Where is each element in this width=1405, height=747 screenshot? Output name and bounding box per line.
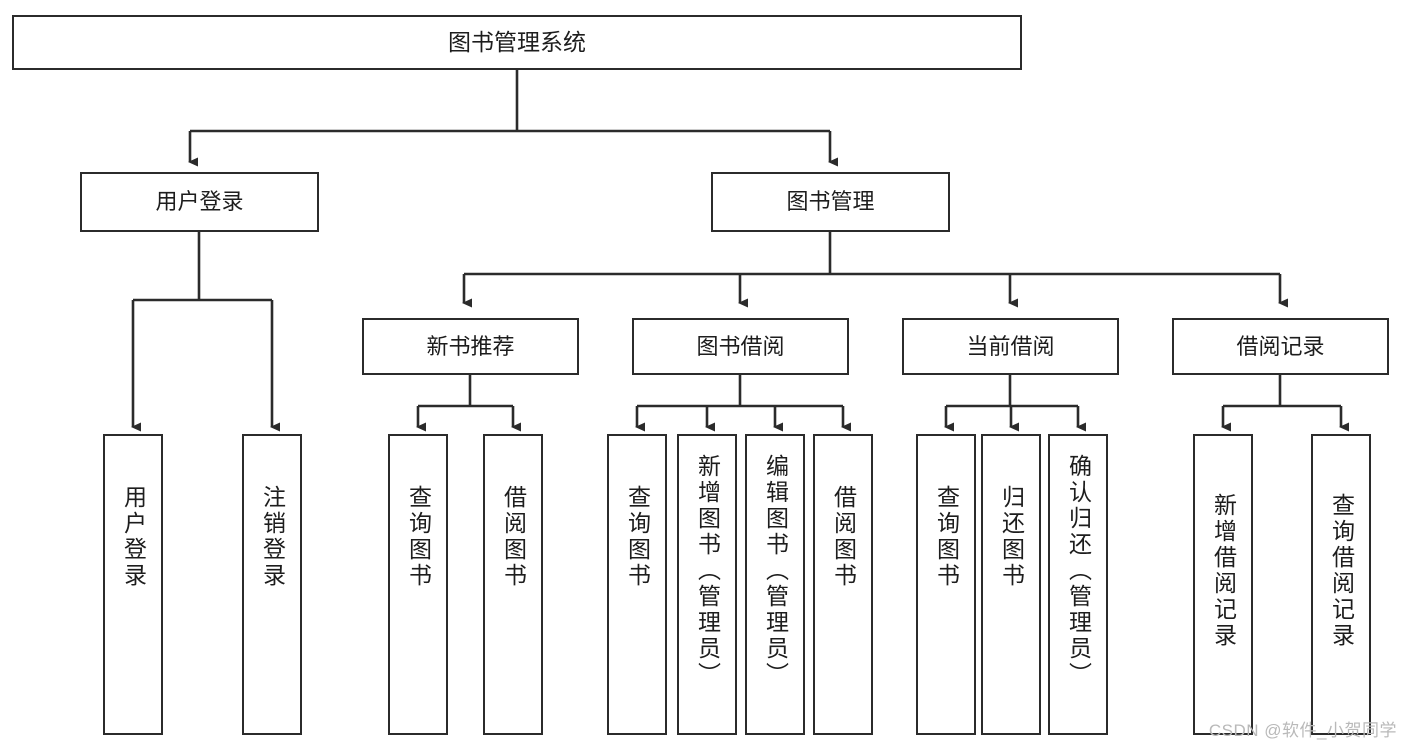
node-new-book-recommend[interactable]: 新书推荐: [362, 318, 579, 375]
node-current-borrow[interactable]: 当前借阅: [902, 318, 1119, 375]
leaf-add-book-admin-label: 新增图书（管理员）: [694, 453, 721, 688]
leaf-recommend-borrow-book[interactable]: 借阅图书: [483, 434, 543, 735]
leaf-borrow-query-book-label: 查询图书: [624, 484, 651, 589]
leaf-query-borrow-record[interactable]: 查询借阅记录: [1311, 434, 1371, 735]
leaf-borrow-query-book[interactable]: 查询图书: [607, 434, 667, 735]
leaf-add-borrow-record[interactable]: 新增借阅记录: [1193, 434, 1253, 735]
leaf-edit-book-admin-label: 编辑图书（管理员）: [762, 453, 789, 688]
leaf-add-book-admin[interactable]: 新增图书（管理员）: [677, 434, 737, 735]
node-current-borrow-label: 当前借阅: [966, 333, 1055, 359]
node-root-label: 图书管理系统: [448, 29, 586, 56]
leaf-borrow-book-label: 借阅图书: [830, 484, 857, 589]
leaf-borrow-book[interactable]: 借阅图书: [813, 434, 873, 735]
leaf-confirm-return-admin-label: 确认归还（管理员）: [1065, 453, 1092, 688]
leaf-current-query-book-label: 查询图书: [933, 484, 960, 589]
leaf-add-borrow-record-label: 新增借阅记录: [1210, 492, 1237, 649]
leaf-confirm-return-admin[interactable]: 确认归还（管理员）: [1048, 434, 1108, 735]
leaf-recommend-query-book-label: 查询图书: [405, 484, 432, 589]
leaf-edit-book-admin[interactable]: 编辑图书（管理员）: [745, 434, 805, 735]
leaf-user-login-label: 用户登录: [120, 484, 147, 589]
node-user-login[interactable]: 用户登录: [80, 172, 319, 232]
node-book-borrow-label: 图书借阅: [696, 333, 785, 359]
leaf-user-login[interactable]: 用户登录: [103, 434, 163, 735]
node-borrow-record-label: 借阅记录: [1236, 333, 1325, 359]
node-book-management-label: 图书管理: [786, 189, 875, 215]
leaf-recommend-borrow-book-label: 借阅图书: [500, 484, 527, 589]
leaf-query-borrow-record-label: 查询借阅记录: [1328, 492, 1355, 649]
node-user-login-label: 用户登录: [155, 189, 244, 215]
node-borrow-record[interactable]: 借阅记录: [1172, 318, 1389, 375]
csdn-watermark: CSDN @软件_小贺同学: [1208, 721, 1397, 740]
leaf-recommend-query-book[interactable]: 查询图书: [388, 434, 448, 735]
leaf-logout-label: 注销登录: [259, 484, 286, 589]
leaf-return-book[interactable]: 归还图书: [981, 434, 1041, 735]
leaf-logout[interactable]: 注销登录: [242, 434, 302, 735]
node-new-book-recommend-label: 新书推荐: [426, 333, 515, 359]
node-root[interactable]: 图书管理系统: [12, 15, 1022, 70]
leaf-current-query-book[interactable]: 查询图书: [916, 434, 976, 735]
node-book-management[interactable]: 图书管理: [711, 172, 950, 232]
leaf-return-book-label: 归还图书: [998, 484, 1025, 589]
node-book-borrow[interactable]: 图书借阅: [632, 318, 849, 375]
